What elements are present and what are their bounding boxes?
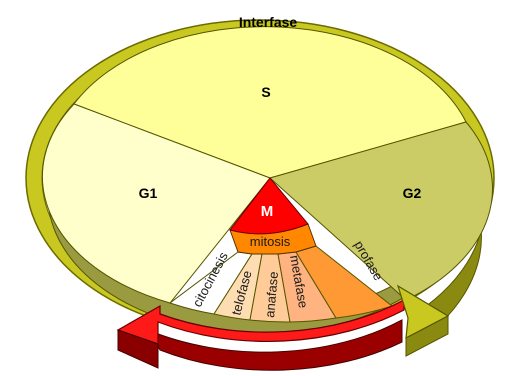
sector-g2-label: G2 <box>403 185 422 201</box>
sector-s <box>73 26 467 179</box>
mitosis-arrow-depth <box>146 319 403 371</box>
sector-s-label: S <box>261 84 270 100</box>
mitosis-arrow <box>116 298 405 345</box>
interfase-arrowhead-depth <box>405 315 449 357</box>
sector-g1 <box>41 103 271 304</box>
sector-m <box>229 177 309 235</box>
sector-g1-label: G1 <box>139 185 158 201</box>
sector-m-label: M <box>261 203 274 220</box>
sector-g2 <box>268 121 493 301</box>
mitosis-arrow-head-depth <box>117 329 159 369</box>
mitosis-label: mitosis <box>250 234 291 249</box>
phase-anafase-label: anafase <box>262 271 281 318</box>
interfase-label: Interfase <box>239 14 298 30</box>
phase-profase-wedge <box>295 245 394 319</box>
